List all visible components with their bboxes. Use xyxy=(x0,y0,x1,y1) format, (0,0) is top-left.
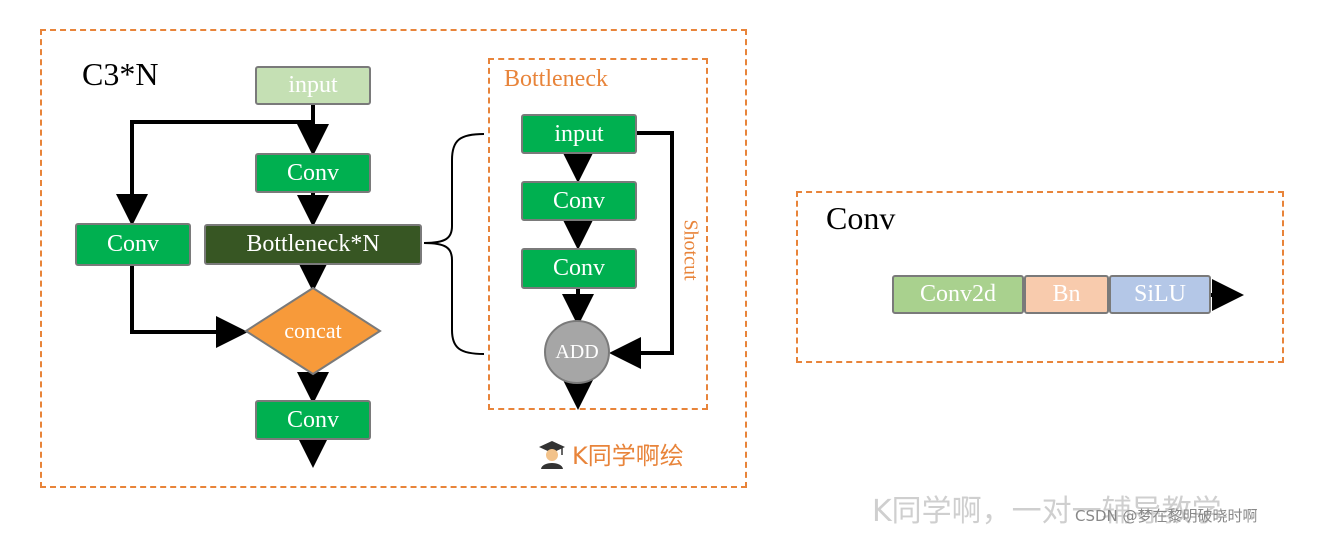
bottleneck-input-box: input xyxy=(521,114,637,154)
conv-frame xyxy=(796,191,1284,363)
c3-conv-left-box: Conv xyxy=(75,223,191,266)
conv2d-segment: Conv2d xyxy=(892,275,1024,314)
c3-concat-label: concat xyxy=(284,318,342,343)
author-text: K同学啊绘 xyxy=(572,442,684,470)
bn-segment: Bn xyxy=(1024,275,1109,314)
watermark-csdn: CSDN @梦在黎明破晓时啊 xyxy=(1075,507,1258,525)
graduate-icon xyxy=(539,440,565,469)
c3-conv-top-box: Conv xyxy=(255,153,371,193)
c3-conv-bottom-box: Conv xyxy=(255,400,371,440)
shortcut-label: Shotcut xyxy=(679,219,702,281)
bottleneck-frame xyxy=(488,58,708,410)
conv-panel-title: Conv xyxy=(826,200,896,236)
c3-title: C3*N xyxy=(82,56,159,92)
bottleneck-add-label: ADD xyxy=(555,340,599,363)
bottleneck-conv2-box: Conv xyxy=(521,248,637,289)
concat-diamond xyxy=(244,286,382,376)
watermark-main: K同学啊，一对一辅导教学 xyxy=(872,494,1222,529)
c3-frame xyxy=(40,29,747,488)
author-label: K同学啊绘 xyxy=(538,436,684,471)
c3-input-box: input xyxy=(255,66,371,105)
c3-bottleneck-n-box: Bottleneck*N xyxy=(204,224,422,265)
bottleneck-conv1-box: Conv xyxy=(521,181,637,221)
bottleneck-title: Bottleneck xyxy=(504,66,608,92)
add-circle xyxy=(544,320,610,384)
silu-segment: SiLU xyxy=(1109,275,1211,314)
